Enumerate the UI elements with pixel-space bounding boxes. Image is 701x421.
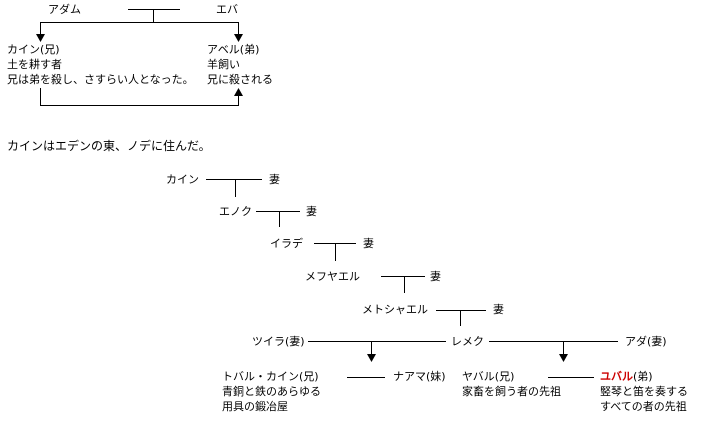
adam-label: アダム	[48, 3, 81, 16]
lineage-irad: イラデ	[270, 237, 303, 250]
lineage-cain: カイン	[166, 173, 199, 186]
tubal-cain-desc-1: 青銅と鉄のあらゆる	[222, 385, 321, 398]
cain-desc-1: 土を耕す者	[7, 58, 62, 71]
naamah-name: ナアマ(妹)	[393, 370, 446, 383]
lineage-methushael: メトシャエル	[362, 303, 428, 316]
tubal-cain-desc-2: 用具の鍛冶屋	[222, 400, 288, 413]
lineage-lamech: レメク	[451, 335, 484, 348]
methushael-wife: 妻	[493, 303, 504, 316]
lineage-adah: アダ(妻)	[625, 335, 667, 348]
jubal-desc-1: 竪琴と笛を奏する	[600, 385, 688, 398]
eve-label: エバ	[216, 3, 238, 16]
jubal-name: ユバル	[600, 370, 633, 383]
cain-desc-2: 兄は弟を殺し、さすらい人となった。	[7, 73, 194, 86]
lineage-zillah: ツイラ(妻)	[252, 335, 305, 348]
jabal-desc-1: 家畜を飼う者の先祖	[462, 385, 561, 398]
tubal-cain-name: トバル・カイン(兄)	[222, 370, 319, 383]
lineage-enoch: エノク	[219, 205, 252, 218]
jabal-name: ヤバル(兄)	[462, 370, 515, 383]
jubal-name-line: ユバル(弟)	[600, 370, 653, 383]
abel-name: アベル(弟)	[207, 43, 260, 56]
cain-name: カイン(兄)	[7, 43, 60, 56]
jubal-suffix: (弟)	[633, 370, 653, 383]
lineage-mehujael: メフヤエル	[305, 270, 360, 283]
mehujael-wife: 妻	[430, 270, 441, 283]
enoch-wife: 妻	[306, 205, 317, 218]
abel-desc-2: 兄に殺される	[207, 73, 273, 86]
eden-note: カインはエデンの東、ノデに住んだ。	[7, 139, 211, 153]
cain-wife: 妻	[269, 173, 280, 186]
jubal-desc-2: すべての者の先祖	[600, 400, 687, 413]
irad-wife: 妻	[363, 237, 374, 250]
abel-desc-1: 羊飼い	[207, 58, 240, 71]
